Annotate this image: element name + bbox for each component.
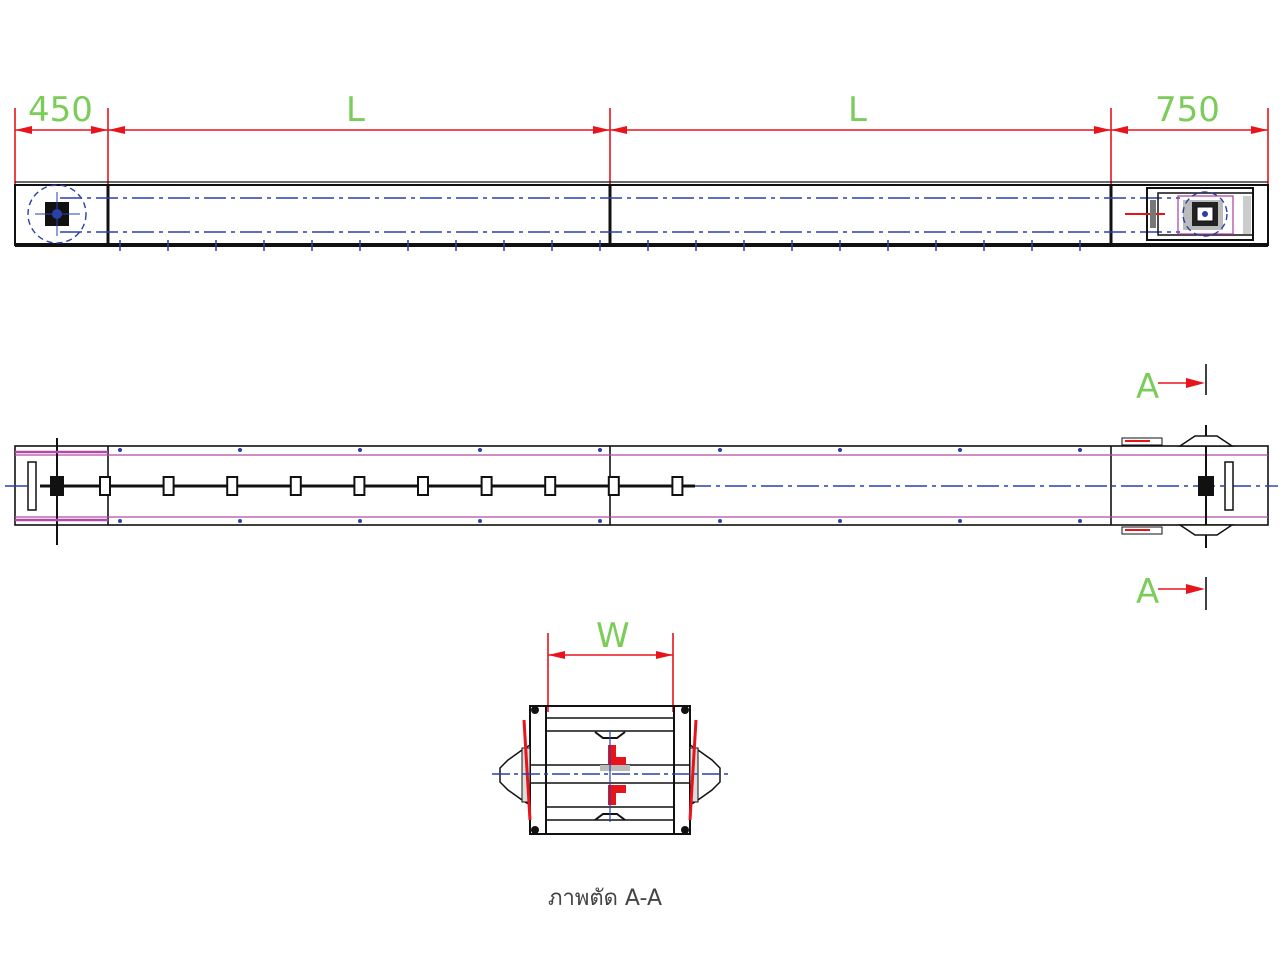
dimension-section-1: L xyxy=(346,90,365,130)
width-dimension xyxy=(547,633,674,712)
bolt-mark xyxy=(1078,448,1082,452)
bolt-mark xyxy=(118,519,122,523)
dimension-left-end: 450 xyxy=(28,90,93,130)
plan-bolts xyxy=(119,240,1081,251)
section-caption: ภาพตัด A-A xyxy=(548,886,662,911)
bolt-mark xyxy=(118,448,122,452)
head-shaft xyxy=(1121,425,1235,548)
bolt-mark xyxy=(238,448,242,452)
chain-flights xyxy=(99,476,684,496)
dimension-right-end: 750 xyxy=(1155,90,1220,130)
bolt-mark xyxy=(598,448,602,452)
chain-flight xyxy=(162,476,175,496)
chain-flight xyxy=(417,476,429,496)
bolt-mark xyxy=(958,519,962,523)
dimension-width: W xyxy=(596,616,630,656)
chain-flight xyxy=(353,476,366,496)
bolt-mark xyxy=(358,519,362,523)
chain-flight xyxy=(607,476,620,496)
chain-flight xyxy=(226,476,239,496)
bolt-mark xyxy=(838,448,842,452)
chain-flight xyxy=(99,476,111,496)
dimension-lines xyxy=(14,108,1269,185)
bolt-mark xyxy=(1078,519,1082,523)
bolt-mark xyxy=(478,448,482,452)
tail-shaft xyxy=(15,438,108,545)
bolt-mark xyxy=(238,519,242,523)
section-marker-top xyxy=(1158,364,1207,395)
section-a-a-view xyxy=(492,705,728,835)
bolt-mark xyxy=(358,448,362,452)
side-bolts xyxy=(118,448,1082,523)
bolt-mark xyxy=(718,448,722,452)
chain-flight xyxy=(480,476,493,496)
tail-sprocket xyxy=(27,184,87,244)
plan-view xyxy=(14,181,1269,251)
section-label-bottom: A xyxy=(1136,572,1159,612)
bolt-mark xyxy=(718,519,722,523)
section-label-top: A xyxy=(1136,367,1159,407)
dimension-section-2: L xyxy=(848,90,867,130)
bolt-mark xyxy=(478,519,482,523)
bolt-mark xyxy=(958,448,962,452)
drive-unit xyxy=(1125,187,1254,241)
bolt-mark xyxy=(838,519,842,523)
side-view xyxy=(5,425,1278,548)
bolt-mark xyxy=(598,519,602,523)
section-marker-bottom xyxy=(1158,577,1207,610)
chain-flight xyxy=(671,476,684,496)
chain-flight xyxy=(289,476,302,496)
chain-flight xyxy=(544,476,557,496)
